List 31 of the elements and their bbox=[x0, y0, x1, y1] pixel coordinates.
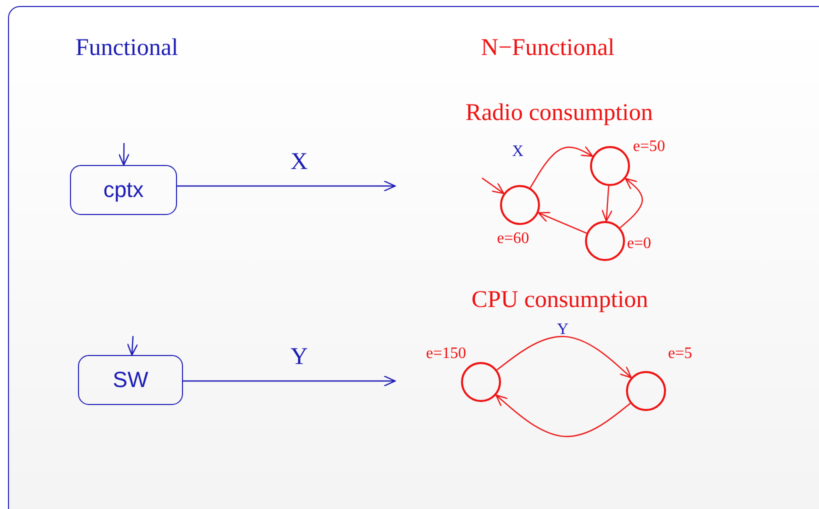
edge-label: Y bbox=[290, 345, 308, 369]
column-heading: N−Functional bbox=[481, 36, 615, 60]
energy-label: e=60 bbox=[497, 231, 530, 247]
edge-label: X bbox=[290, 150, 308, 174]
state-circle bbox=[585, 221, 625, 261]
transition-arrow bbox=[496, 394, 631, 438]
transition-arrow bbox=[530, 146, 594, 188]
energy-label: e=0 bbox=[627, 236, 652, 252]
state-circle bbox=[500, 185, 540, 225]
arrow bbox=[183, 375, 396, 387]
arrow bbox=[482, 178, 504, 194]
energy-label: e=150 bbox=[426, 346, 466, 362]
transition-arrow bbox=[601, 186, 613, 222]
column-heading: Functional bbox=[76, 36, 178, 60]
component-box: SW bbox=[78, 355, 183, 405]
energy-label: e=50 bbox=[633, 139, 666, 155]
arrow bbox=[118, 143, 130, 166]
arrow bbox=[177, 180, 396, 192]
transition-arrow bbox=[496, 336, 632, 378]
edge-label: Y bbox=[557, 322, 569, 338]
transition-arrow bbox=[538, 212, 587, 234]
automaton-title: CPU consumption bbox=[472, 288, 648, 312]
state-circle bbox=[461, 362, 501, 402]
energy-label: e=5 bbox=[668, 346, 692, 362]
state-circle bbox=[626, 371, 666, 411]
component-box: cptx bbox=[70, 165, 177, 215]
automaton-title: Radio consumption bbox=[466, 101, 653, 125]
edge-label: X bbox=[512, 144, 524, 160]
arrow bbox=[126, 336, 138, 356]
transition-arrow bbox=[620, 178, 643, 228]
state-circle bbox=[590, 146, 630, 186]
